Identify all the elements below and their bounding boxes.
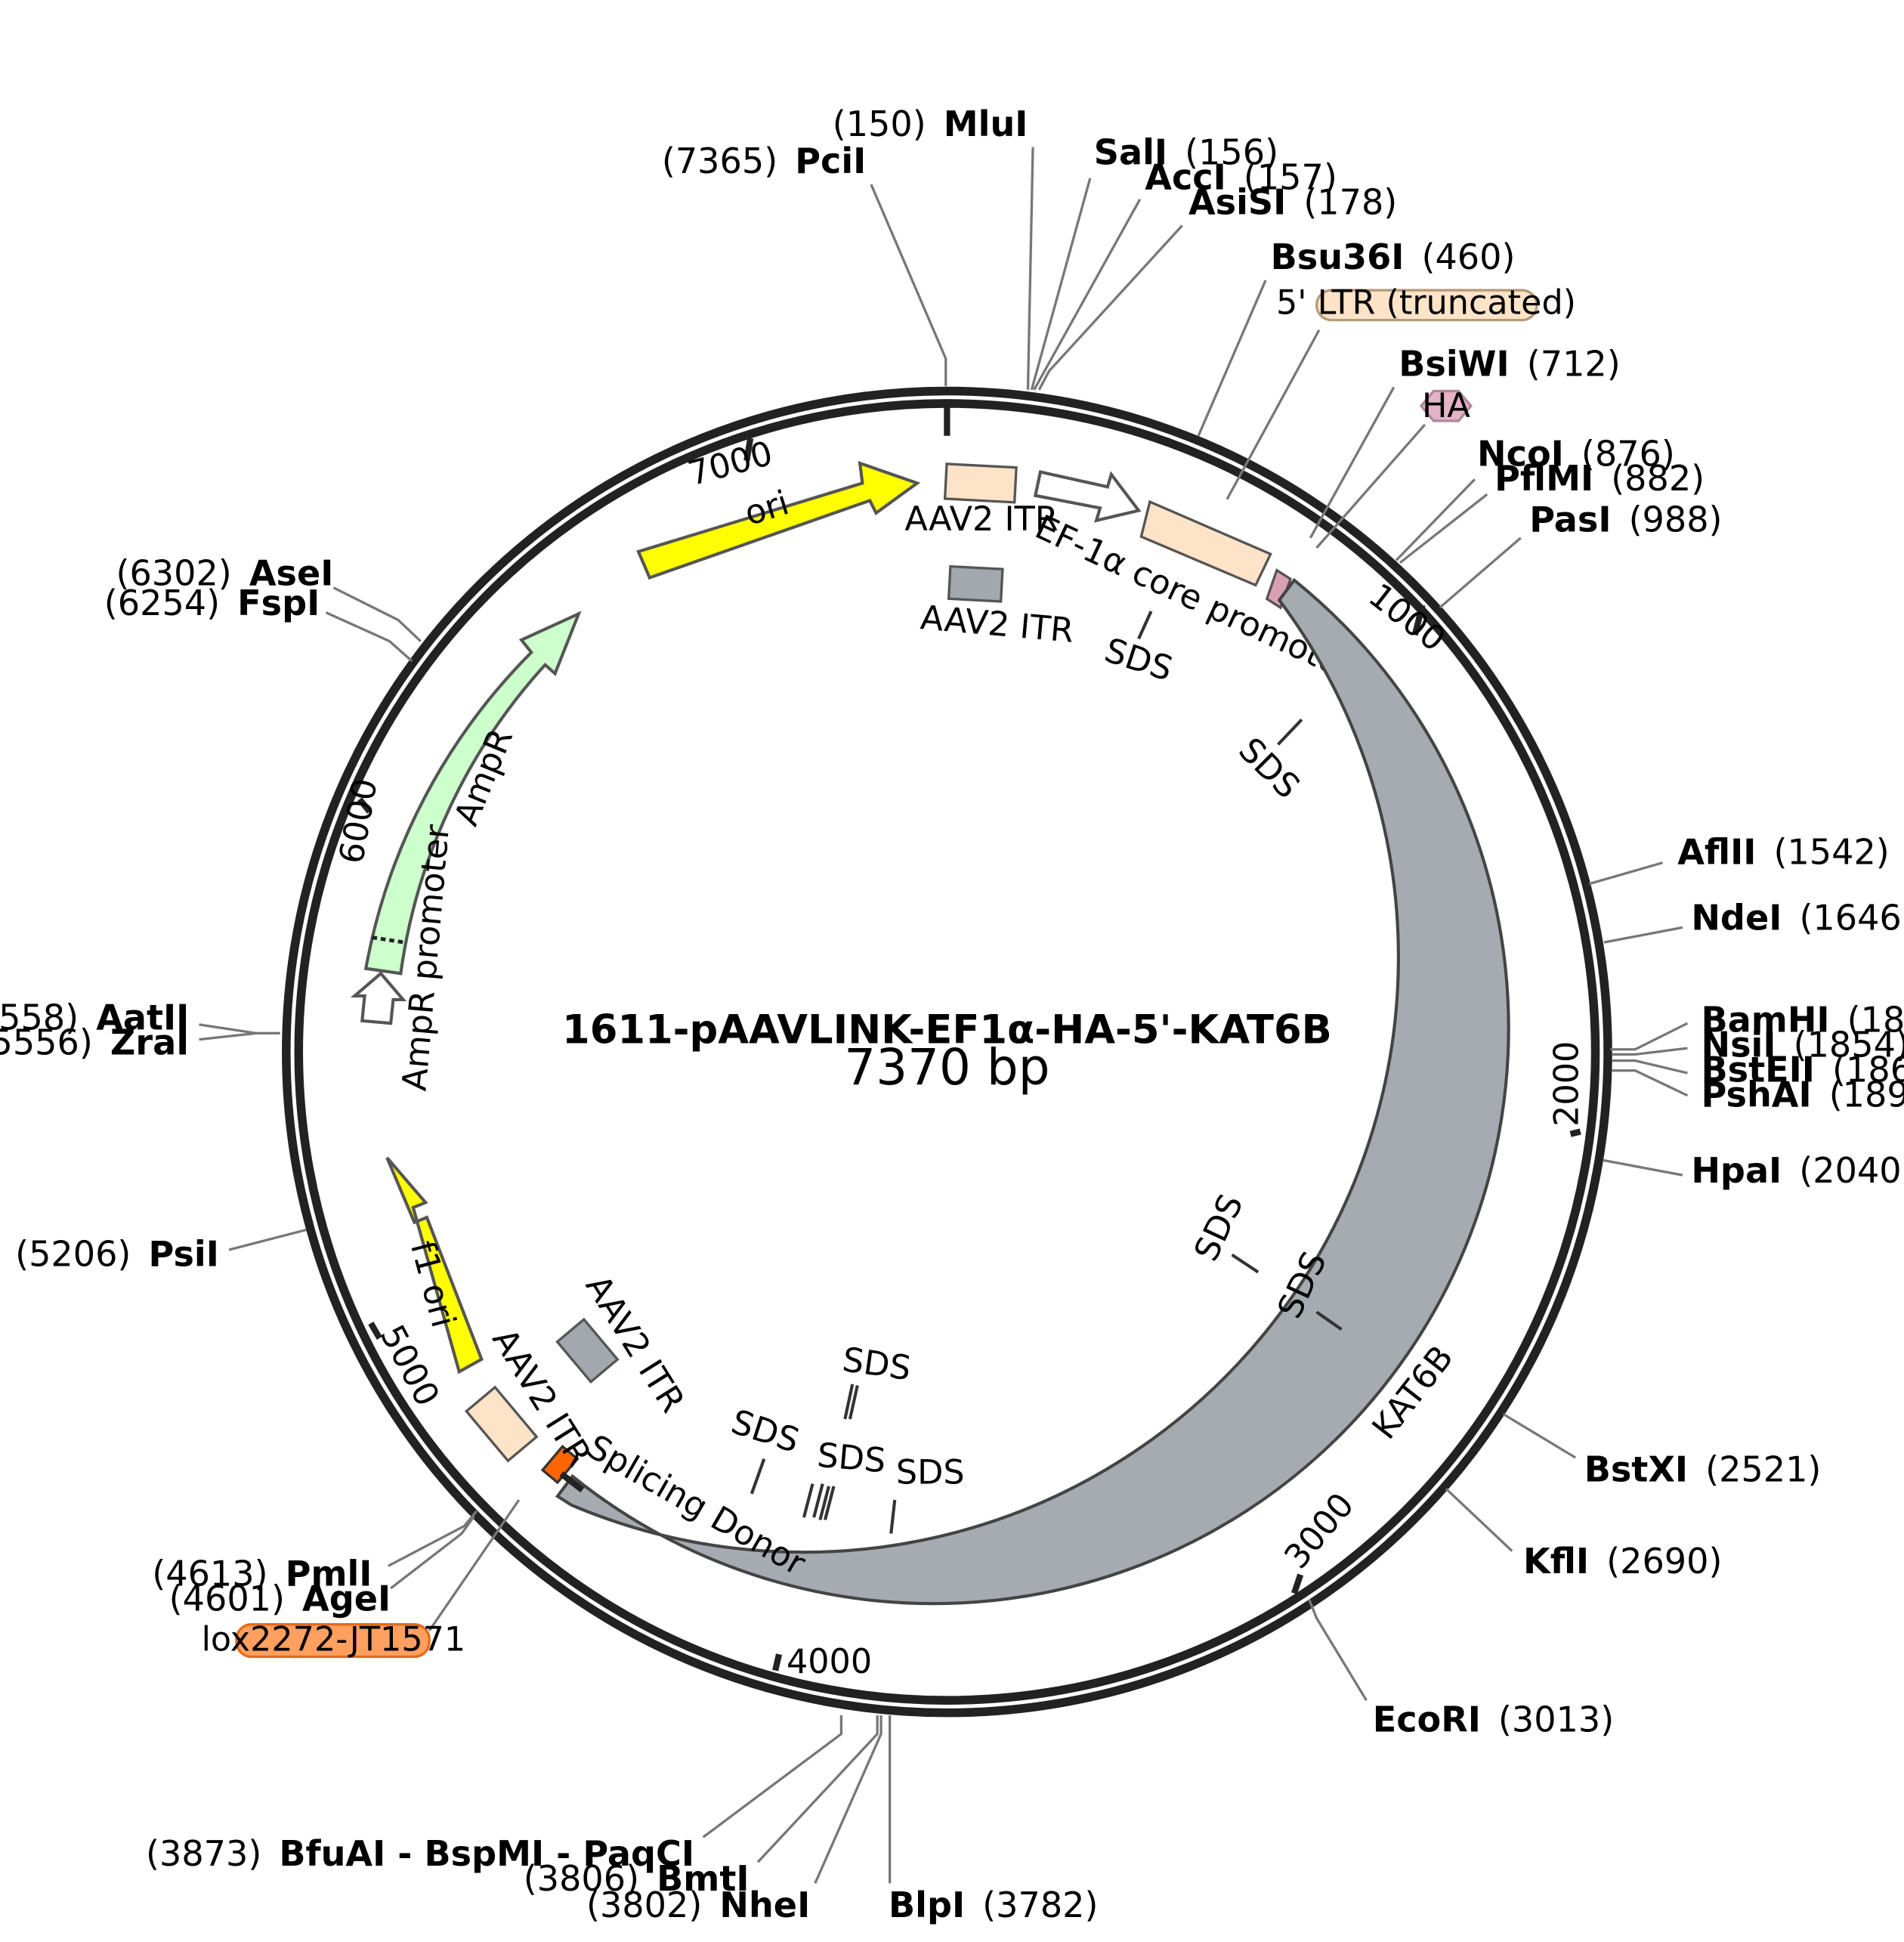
restriction-sites: (150)MluI (7365)PciI SalI(156) AccI(157)… <box>0 104 1904 1925</box>
site-nhei: (3802)NheI <box>586 1885 810 1925</box>
ha-badge <box>1419 389 1473 422</box>
site-bsiwi: BsiWI(712) <box>1399 344 1620 385</box>
site-asei: (6302)AseI <box>116 552 333 593</box>
site-zrai: (5556)ZraI <box>0 1022 189 1062</box>
site-hpai: HpaI(2040) <box>1691 1150 1904 1191</box>
aav2-itr-top-gray-label: AAV2 ITR <box>919 598 1075 651</box>
ampr-promoter-arrow <box>350 971 407 1025</box>
site-blpi: BlpI(3782) <box>889 1885 1099 1925</box>
ha-badge-label: HA <box>1422 387 1470 425</box>
site-mlui: (150)MluI <box>833 104 1028 144</box>
site-acci: AccI(157) <box>1145 157 1337 198</box>
sds-label: SDS <box>896 1454 965 1492</box>
site-bsu36i: Bsu36I(460) <box>1271 237 1516 277</box>
site-pflmi: PflMI(882) <box>1494 458 1705 499</box>
site-bamhi: BamHI(1840) <box>1702 1000 1904 1041</box>
lox-badge <box>235 1623 431 1659</box>
aav2-itr-bottom <box>464 1385 539 1463</box>
sds-label: SDS <box>727 1402 804 1461</box>
aav2-itr-bottom-gray <box>555 1317 620 1384</box>
site-bstxi: BstXI(2521) <box>1584 1449 1822 1489</box>
plasmid-name: 1611-pAAVLINK-EF1α-HA-5'-KAT6B <box>562 1007 1332 1053</box>
plasmid-size: 7370 bp <box>844 1038 1049 1096</box>
f1-ori-arrow <box>385 1156 484 1375</box>
splicing-donor-bar <box>559 1471 585 1493</box>
lox-badge-label: lox2272-JT1571 <box>202 1620 466 1659</box>
site-leaders <box>199 147 1689 1884</box>
site-psii: (5206)PsiI <box>15 1233 219 1274</box>
site-fspi: (6254)FspI <box>104 583 320 623</box>
site-nsii: NsiI(1854) <box>1702 1025 1904 1065</box>
site-kfli: KflI(2690) <box>1523 1541 1722 1582</box>
tick-label-2000: 2000 <box>1547 1041 1586 1127</box>
ha-tag-block <box>1265 568 1292 610</box>
site-pasi: PasI(988) <box>1529 499 1722 540</box>
site-bsteii: BstEII(1868) <box>1702 1050 1904 1090</box>
site-ncoi: NcoI(876) <box>1477 433 1675 474</box>
ampr-dotted-divider <box>372 935 405 945</box>
sds-label: SDS <box>1231 731 1306 806</box>
site-agei: (4601)AgeI <box>169 1579 391 1619</box>
aav2-itr-top-label: AAV2 ITR <box>904 500 1058 539</box>
site-pshai: PshAI(1894) <box>1702 1075 1904 1115</box>
ori-arrow <box>636 460 921 580</box>
aav2-itr-top <box>943 462 1018 504</box>
ltr-badge-label: 5' LTR (truncated) <box>1276 283 1576 322</box>
sds-label: SDS <box>1187 1189 1251 1267</box>
site-bfuai-bspmi-paqci: (3873)BfuAI - BspMI - PaqCI <box>146 1833 694 1874</box>
site-pcii: (7365)PciI <box>662 141 866 181</box>
site-sali: SalI(156) <box>1094 132 1278 173</box>
site-aatii: (5558)AatII <box>0 997 189 1037</box>
position-ticks <box>357 400 1581 1671</box>
ef1a-arrow-outline <box>1033 470 1142 523</box>
site-pmli: (4613)PmlI <box>152 1554 372 1594</box>
aav2-itr-top-gray <box>947 564 1004 603</box>
site-aflii: AflII(1542) <box>1677 831 1890 872</box>
ampr-arrow <box>363 611 582 976</box>
sds-label: SDS <box>816 1436 888 1481</box>
site-ecori: EcoRI(3013) <box>1373 1699 1615 1739</box>
splicing-donor-block <box>540 1444 580 1485</box>
sds-marks <box>750 611 1343 1534</box>
site-bmti: (3806)BmtI <box>524 1858 750 1899</box>
site-asisi: AsiSI(178) <box>1188 182 1397 223</box>
kat6b-feature <box>555 577 1510 1606</box>
sds-label: SDS <box>1100 631 1177 689</box>
tick-label-4000: 4000 <box>787 1643 872 1681</box>
ef1a-promoter-box <box>1139 499 1272 587</box>
backbone-outer-ring <box>282 386 1612 1718</box>
sds-label: SDS <box>840 1341 913 1388</box>
site-ndei: NdeI(1646) <box>1691 898 1904 939</box>
ltr-badge <box>1315 289 1538 322</box>
